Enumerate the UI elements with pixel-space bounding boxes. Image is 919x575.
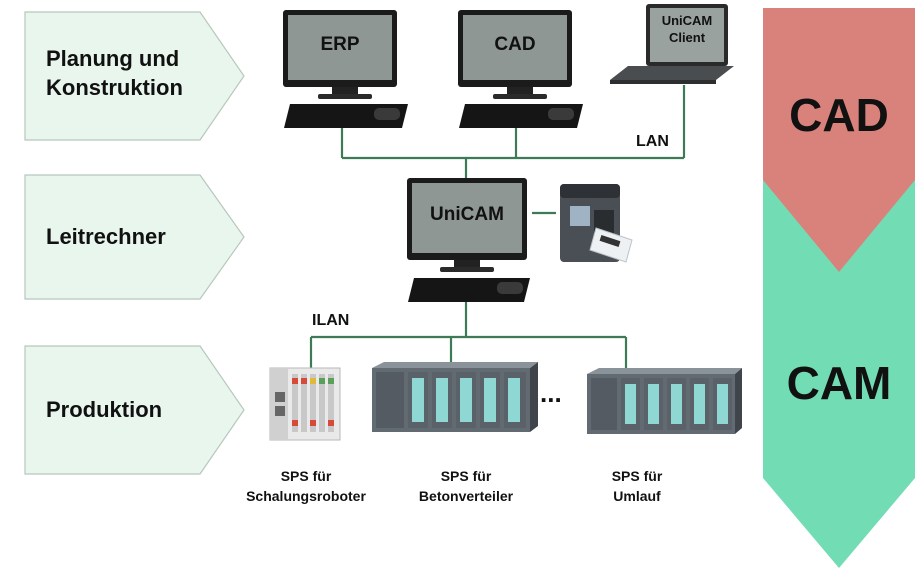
phase-label-cad: CAD (789, 89, 889, 141)
stage-label-planung: Planung und Konstruktion (46, 46, 183, 100)
phase-label-cam: CAM (786, 357, 892, 409)
stage-chevron-planung (24, 11, 245, 141)
cam-phase-arrow (763, 180, 915, 568)
unicam-client-laptop (610, 4, 734, 84)
erp-screen-label: ERP (320, 34, 360, 55)
unicam-computer (407, 178, 530, 302)
stage-chevron-leitrechner (24, 174, 245, 300)
plc-schalungsroboter (269, 367, 341, 441)
stage-chevron-produktion (24, 345, 245, 475)
plc-caption-umlauf: SPS für Umlauf (611, 468, 663, 504)
cad-computer (458, 10, 583, 128)
erp-computer (283, 10, 408, 128)
plc-betonverteiler (372, 362, 538, 432)
lan-label: LAN (636, 133, 669, 150)
client-screen-label: UniCAM Client (661, 13, 713, 45)
more-plcs-ellipsis: ... (540, 378, 562, 408)
stage-label-produktion: Produktion (46, 397, 163, 422)
cad-phase-arrow (763, 8, 915, 272)
cad-screen-label: CAD (494, 34, 536, 55)
stage-label-leitrechner: Leitrechner (46, 224, 166, 249)
ilan-network-lines (309, 302, 628, 368)
plc-umlauf (587, 368, 742, 434)
lan-network-lines (340, 85, 686, 215)
ilan-label: ILAN (312, 312, 350, 329)
plc-caption-betonverteiler: SPS für Betonverteiler (418, 468, 514, 504)
unicam-screen-label: UniCAM (430, 204, 504, 225)
plc-caption-schalungsroboter: SPS für Schalungsroboter (246, 468, 366, 504)
label-printer (560, 184, 633, 263)
